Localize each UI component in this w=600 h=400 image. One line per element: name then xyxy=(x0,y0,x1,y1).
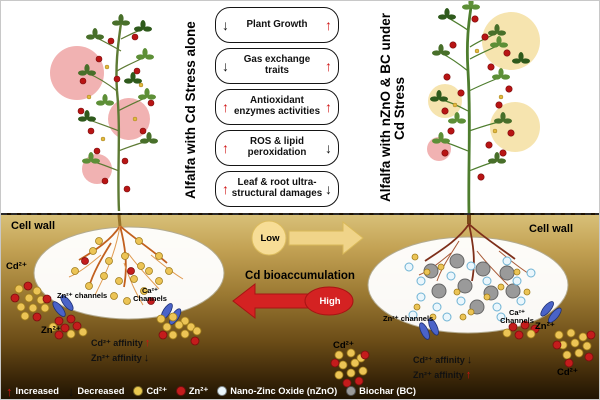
left-outer-cd-cluster xyxy=(10,281,52,322)
plant-berries xyxy=(441,15,515,181)
ca-channels-label-right: Ca²⁺ Channels xyxy=(500,308,534,326)
legend-item-increased: ↑ Increased xyxy=(6,385,59,398)
zn-channels-label-left: Zn²⁺ channels xyxy=(57,291,108,300)
down-arrow-icon: ↓ xyxy=(67,383,75,399)
effect-box-antioxidant: ↑ Antioxidant enzymes activities ↑ xyxy=(215,89,339,125)
legend-label: Increased xyxy=(15,386,59,396)
effect-text: Antioxidant enzymes activities xyxy=(233,95,321,117)
effect-box-ultrastructure: ↑ Leaf & root ultra-structural damages ↓ xyxy=(215,171,339,207)
left-trend-arrow: ↓ xyxy=(222,17,229,33)
effect-boxes-column: ↓ Plant Growth ↑ ↓ Gas exchange traits ↑… xyxy=(215,7,339,207)
legend-item-nzno: Nano-Zinc Oxide (nZnO) xyxy=(217,386,337,396)
affinity-line: Cd²⁺ affinity xyxy=(413,355,465,365)
legend-item-decreased: ↓ Decreased xyxy=(68,385,125,398)
low-label: Low xyxy=(260,233,280,244)
left-root-cell xyxy=(33,225,225,325)
zn-dot-icon xyxy=(175,386,186,396)
affinity-arrow: ↓ xyxy=(143,351,150,364)
left-outer-zn-cluster xyxy=(48,314,88,340)
legend-label: Zn²⁺ xyxy=(188,385,209,396)
right-outer-cd-cluster-right xyxy=(552,328,596,368)
zn-channel-right xyxy=(419,318,439,340)
left-lower-right-cluster xyxy=(156,312,202,346)
effect-text: Plant Growth xyxy=(246,18,308,30)
biochar-dot-icon xyxy=(346,386,357,396)
left-stem-root-junction xyxy=(117,215,122,227)
up-arrow-icon: ↑ xyxy=(6,383,13,399)
right-outer-cd-cluster-left xyxy=(330,348,370,388)
legend-label: Biochar (BC) xyxy=(359,386,416,396)
biochar-particles xyxy=(423,253,521,315)
left-cell-cd-ions xyxy=(71,237,173,305)
high-label: High xyxy=(319,296,341,307)
effect-text: Gas exchange traits xyxy=(243,54,311,76)
zn-ion-label-right: Zn²⁺ xyxy=(535,321,555,332)
nzno-particles xyxy=(404,256,536,322)
affinity-line: Zn²⁺ affinity xyxy=(413,369,464,380)
left-trend-arrow: ↑ xyxy=(222,181,229,197)
left-trend-arrow: ↑ xyxy=(222,99,229,115)
left-condition-label: Alfalfa with Cd Stress alone xyxy=(183,21,198,199)
soil-scene xyxy=(10,215,596,388)
ca-channel-right xyxy=(540,301,562,323)
cell-wall-label-right: Cell wall xyxy=(529,223,574,235)
zn-channel-left xyxy=(52,295,74,317)
nzno-dot-icon xyxy=(217,386,228,396)
left-trend-arrow: ↓ xyxy=(222,58,229,74)
right-trend-arrow: ↑ xyxy=(325,99,332,115)
affinity-arrow: ↑ xyxy=(144,337,151,349)
ca-channels-label-left: Ca²⁺ Channels xyxy=(133,286,167,304)
right-trend-arrow: ↑ xyxy=(325,58,332,74)
affinity-line: Zn²⁺ affinity xyxy=(91,352,142,363)
left-plant-illustration xyxy=(50,14,158,211)
plant-stem xyxy=(465,6,473,213)
legend-label: Cd²⁺ xyxy=(146,385,167,396)
legend-item-cd: Cd²⁺ xyxy=(133,385,167,397)
legend-item-zn: Zn²⁺ xyxy=(175,385,209,397)
soil-section: Cell wall Cell wall Zn²⁺ channels Ca²⁺ C… xyxy=(1,213,599,399)
right-trend-arrow: ↓ xyxy=(325,140,332,156)
zn-ion-label-left: Zn²⁺ xyxy=(41,325,61,336)
legend-label: Decreased xyxy=(77,386,125,396)
effect-text: Leaf & root ultra-structural damages xyxy=(231,177,323,199)
right-plant-illustration xyxy=(427,1,540,213)
right-trend-arrow: ↓ xyxy=(325,181,332,197)
right-cell-ions xyxy=(411,253,531,321)
cd-ion-label-right-b: Cd²⁺ xyxy=(557,367,578,378)
right-affinity-text: Cd²⁺ affinity↓ Zn²⁺ affinity↑ xyxy=(413,353,472,383)
zn-channels-label-right: Zn²⁺ channels xyxy=(383,314,434,323)
effect-box-ros: ↑ ROS & lipid peroxidation ↓ xyxy=(215,130,339,166)
right-zn-cluster xyxy=(502,320,540,340)
right-trend-arrow: ↑ xyxy=(325,17,332,33)
plant-berries xyxy=(77,33,155,193)
high-accumulation-arrow xyxy=(232,282,354,320)
affinity-arrow: ↓ xyxy=(466,354,473,366)
right-root-cell xyxy=(367,223,569,340)
cd-bioaccumulation-label: Cd bioaccumulation xyxy=(245,270,355,282)
left-affinity-text: Cd²⁺ affinity↑ Zn²⁺ affinity↓ xyxy=(91,336,150,366)
cd-ion-label-left: Cd²⁺ xyxy=(6,261,27,272)
cell-wall-label-left: Cell wall xyxy=(11,220,56,232)
legend-bar: ↑ Increased ↓ Decreased Cd²⁺ Zn²⁺ Nano-Z… xyxy=(1,380,599,399)
legend-label: Nano-Zinc Oxide (nZnO) xyxy=(230,386,338,396)
low-accumulation-arrow xyxy=(251,220,364,256)
affinity-arrow: ↑ xyxy=(465,368,472,381)
effect-box-gas-exchange: ↓ Gas exchange traits ↑ xyxy=(215,48,339,84)
effect-box-plant-growth: ↓ Plant Growth ↑ xyxy=(215,7,339,43)
plant-stem xyxy=(115,22,123,211)
affinity-line: Cd²⁺ affinity xyxy=(91,338,143,348)
cd-dot-icon xyxy=(133,386,144,396)
left-trend-arrow: ↑ xyxy=(222,140,229,156)
cd-ion-label-right-a: Cd²⁺ xyxy=(333,340,354,351)
legend-item-biochar: Biochar (BC) xyxy=(346,386,416,396)
effect-text: ROS & lipid peroxidation xyxy=(247,136,307,158)
